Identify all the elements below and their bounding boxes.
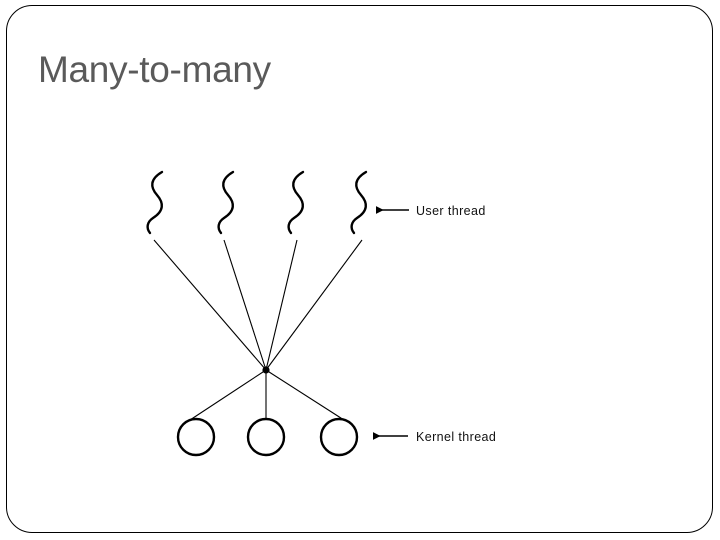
kernel-thread-label: Kernel thread: [416, 430, 496, 444]
link-user2-convergence: [223, 239, 267, 371]
kernel-thread-circle-1: [176, 417, 216, 457]
link-convergence-kernel1: [189, 369, 267, 421]
user-thread-squiggle-3: [287, 170, 305, 235]
kernel-threads-group: [176, 417, 359, 457]
convergence-point-node: [262, 366, 270, 374]
link-convergence-kernel3: [265, 369, 345, 421]
link-user1-convergence: [153, 239, 267, 371]
user-threads-group: [146, 170, 368, 235]
user-thread-squiggle-4: [350, 170, 368, 235]
user-thread-squiggle-1: [146, 170, 164, 235]
user-to-convergence-lines: [153, 239, 363, 371]
link-user3-convergence: [265, 239, 298, 371]
kernel-thread-circle-3: [319, 417, 359, 457]
page-title: Many-to-many: [38, 49, 271, 90]
convergence-to-kernel-lines: [189, 369, 345, 421]
kernel-thread-circle-2: [246, 417, 286, 457]
user-thread-label: User thread: [416, 204, 486, 218]
link-user4-convergence: [265, 239, 363, 371]
user-thread-squiggle-2: [217, 170, 235, 235]
